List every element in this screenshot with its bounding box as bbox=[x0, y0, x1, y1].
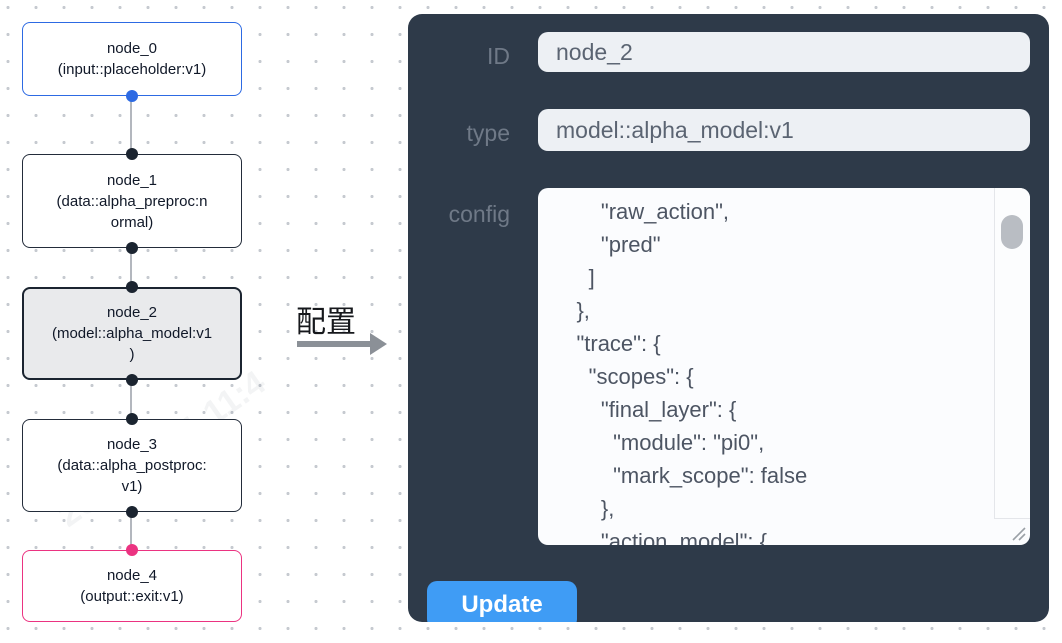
node-node_3[interactable]: node_3 (data::alpha_postproc: v1) bbox=[22, 419, 242, 512]
node-title: node_3 bbox=[106, 436, 158, 453]
handle-node_0-bottom[interactable] bbox=[126, 90, 138, 102]
node-node_0[interactable]: node_0 (input::placeholder:v1) bbox=[22, 22, 242, 96]
node-subtitle: (data::alpha_preproc:n ormal) bbox=[56, 192, 208, 231]
edge-node_2-node_3[interactable] bbox=[130, 380, 132, 420]
handle-node_3-top[interactable] bbox=[126, 413, 138, 425]
node-subtitle: (output::exit:v1) bbox=[80, 588, 184, 605]
edge-node_3-node_4[interactable] bbox=[130, 512, 132, 551]
resize-handle-icon[interactable] bbox=[1007, 522, 1027, 542]
node-subtitle: (data::alpha_postproc: v1) bbox=[57, 457, 207, 495]
handle-node_4-top[interactable] bbox=[126, 544, 138, 556]
config-panel: ID type config "raw_action", "pred" ] },… bbox=[408, 14, 1049, 622]
handle-node_2-bottom[interactable] bbox=[126, 374, 138, 386]
node-title: node_0 bbox=[106, 40, 158, 57]
edge-node_0-node_1[interactable] bbox=[130, 96, 132, 155]
edge-node_1-node_2[interactable] bbox=[130, 248, 132, 288]
node-title: node_4 bbox=[106, 567, 158, 584]
handle-node_1-bottom[interactable] bbox=[126, 242, 138, 254]
node-node_4[interactable]: node_4 (output::exit:v1) bbox=[22, 550, 242, 622]
config-textarea[interactable]: "raw_action", "pred" ] }, "trace": { "sc… bbox=[538, 188, 1030, 545]
type-label: type bbox=[466, 120, 510, 146]
node-title: node_2 bbox=[106, 304, 158, 321]
update-button[interactable]: Update bbox=[427, 581, 577, 622]
type-input[interactable] bbox=[538, 109, 1030, 151]
node-node_1[interactable]: node_1 (data::alpha_preproc:n ormal) bbox=[22, 154, 242, 248]
id-input[interactable] bbox=[538, 32, 1030, 72]
handle-node_3-bottom[interactable] bbox=[126, 506, 138, 518]
config-scrollbar-thumb[interactable] bbox=[1001, 215, 1023, 249]
node-subtitle: (model::alpha_model:v1 ) bbox=[51, 325, 213, 363]
id-label: ID bbox=[487, 43, 510, 69]
config-json-text[interactable]: "raw_action", "pred" ] }, "trace": { "sc… bbox=[576, 199, 808, 545]
annotation-label: 配置 bbox=[296, 306, 356, 339]
node-title: node_1 bbox=[106, 171, 158, 189]
config-label: config bbox=[448, 201, 510, 227]
node-subtitle: (input::placeholder:v1) bbox=[57, 61, 207, 78]
handle-node_2-top[interactable] bbox=[126, 281, 138, 293]
handle-node_1-top[interactable] bbox=[126, 148, 138, 160]
node-node_2[interactable]: node_2 (model::alpha_model:v1 ) bbox=[22, 287, 242, 380]
